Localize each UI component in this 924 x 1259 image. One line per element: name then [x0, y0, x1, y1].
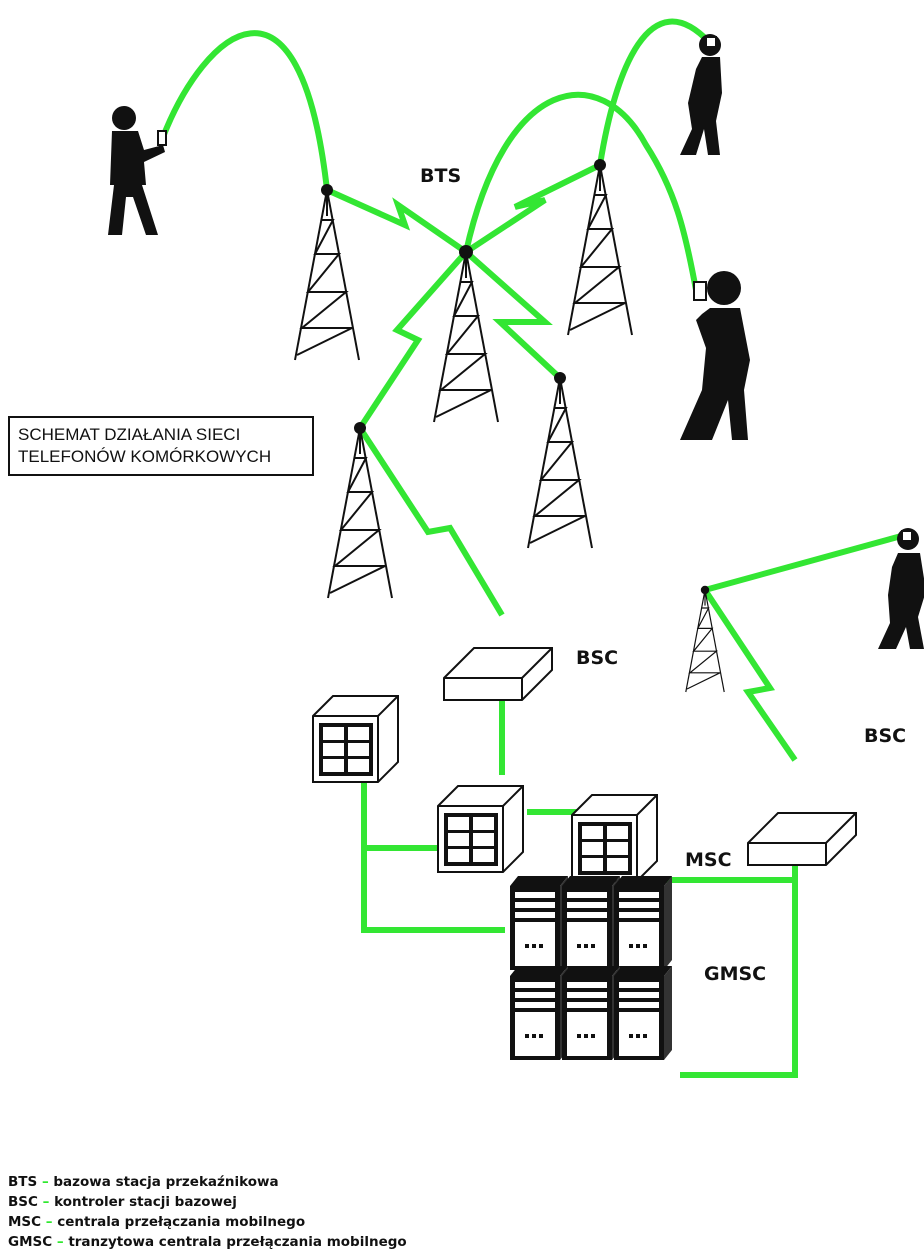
link-tower3-person2 — [597, 18, 712, 166]
person-icon — [878, 528, 924, 649]
person-icon — [108, 106, 167, 235]
msc-cube-icon — [437, 785, 524, 873]
msc-cube-icon — [571, 794, 658, 882]
label-gmsc: GMSC — [704, 963, 766, 985]
link-tower6-bsc2 — [702, 588, 798, 762]
legend-item: MSC – centrala przełączania mobilnego — [8, 1214, 306, 1230]
link-tower1-bts — [325, 187, 468, 255]
bsc-box-icon — [443, 647, 553, 701]
cell-tower-icon — [567, 159, 633, 336]
link-msc3-gmsc — [361, 840, 505, 933]
legend-item: BSC – kontroler stacji bazowej — [8, 1194, 237, 1210]
link-bts-tower3 — [464, 162, 602, 255]
legend-item: BTS – bazowa stacja przekaźnikowa — [8, 1174, 279, 1190]
link-bts-tower4 — [464, 249, 563, 381]
cell-tower-icon — [685, 585, 725, 693]
cell-tower-icon — [327, 422, 393, 599]
cell-tower-icon — [527, 372, 593, 549]
bsc-box-icon — [747, 812, 857, 866]
gmsc-server-rack-icon — [510, 876, 672, 1060]
title-line-1: SCHEMAT DZIAŁANIA SIECI — [18, 425, 241, 444]
link-bsc2-gmsc — [680, 865, 798, 1078]
person-icon — [680, 271, 750, 440]
label-bsc-1: BSC — [576, 647, 618, 669]
label-bts: BTS — [420, 165, 461, 187]
legend: BTS – bazowa stacja przekaźnikowa BSC – … — [8, 1172, 407, 1252]
diagram-title-box: SCHEMAT DZIAŁANIA SIECI TELEFONÓW KOMÓRK… — [8, 416, 314, 476]
link-person1-tower1 — [160, 30, 330, 191]
cell-tower-icon — [433, 245, 499, 423]
msc-cube-icon — [312, 695, 399, 783]
title-line-2: TELEFONÓW KOMÓRKOWYCH — [18, 447, 272, 466]
link-tower5-bsc1 — [357, 426, 505, 617]
label-msc: MSC — [685, 849, 732, 871]
person-icon — [680, 34, 722, 155]
link-tower6-person4 — [704, 532, 906, 593]
label-bsc-2: BSC — [864, 725, 906, 747]
link-bts-person3 — [463, 91, 699, 291]
legend-item: GMSC – tranzytowa centrala przełączania … — [8, 1234, 407, 1250]
cell-tower-icon — [294, 184, 360, 361]
link-bts-tower5 — [357, 250, 469, 430]
